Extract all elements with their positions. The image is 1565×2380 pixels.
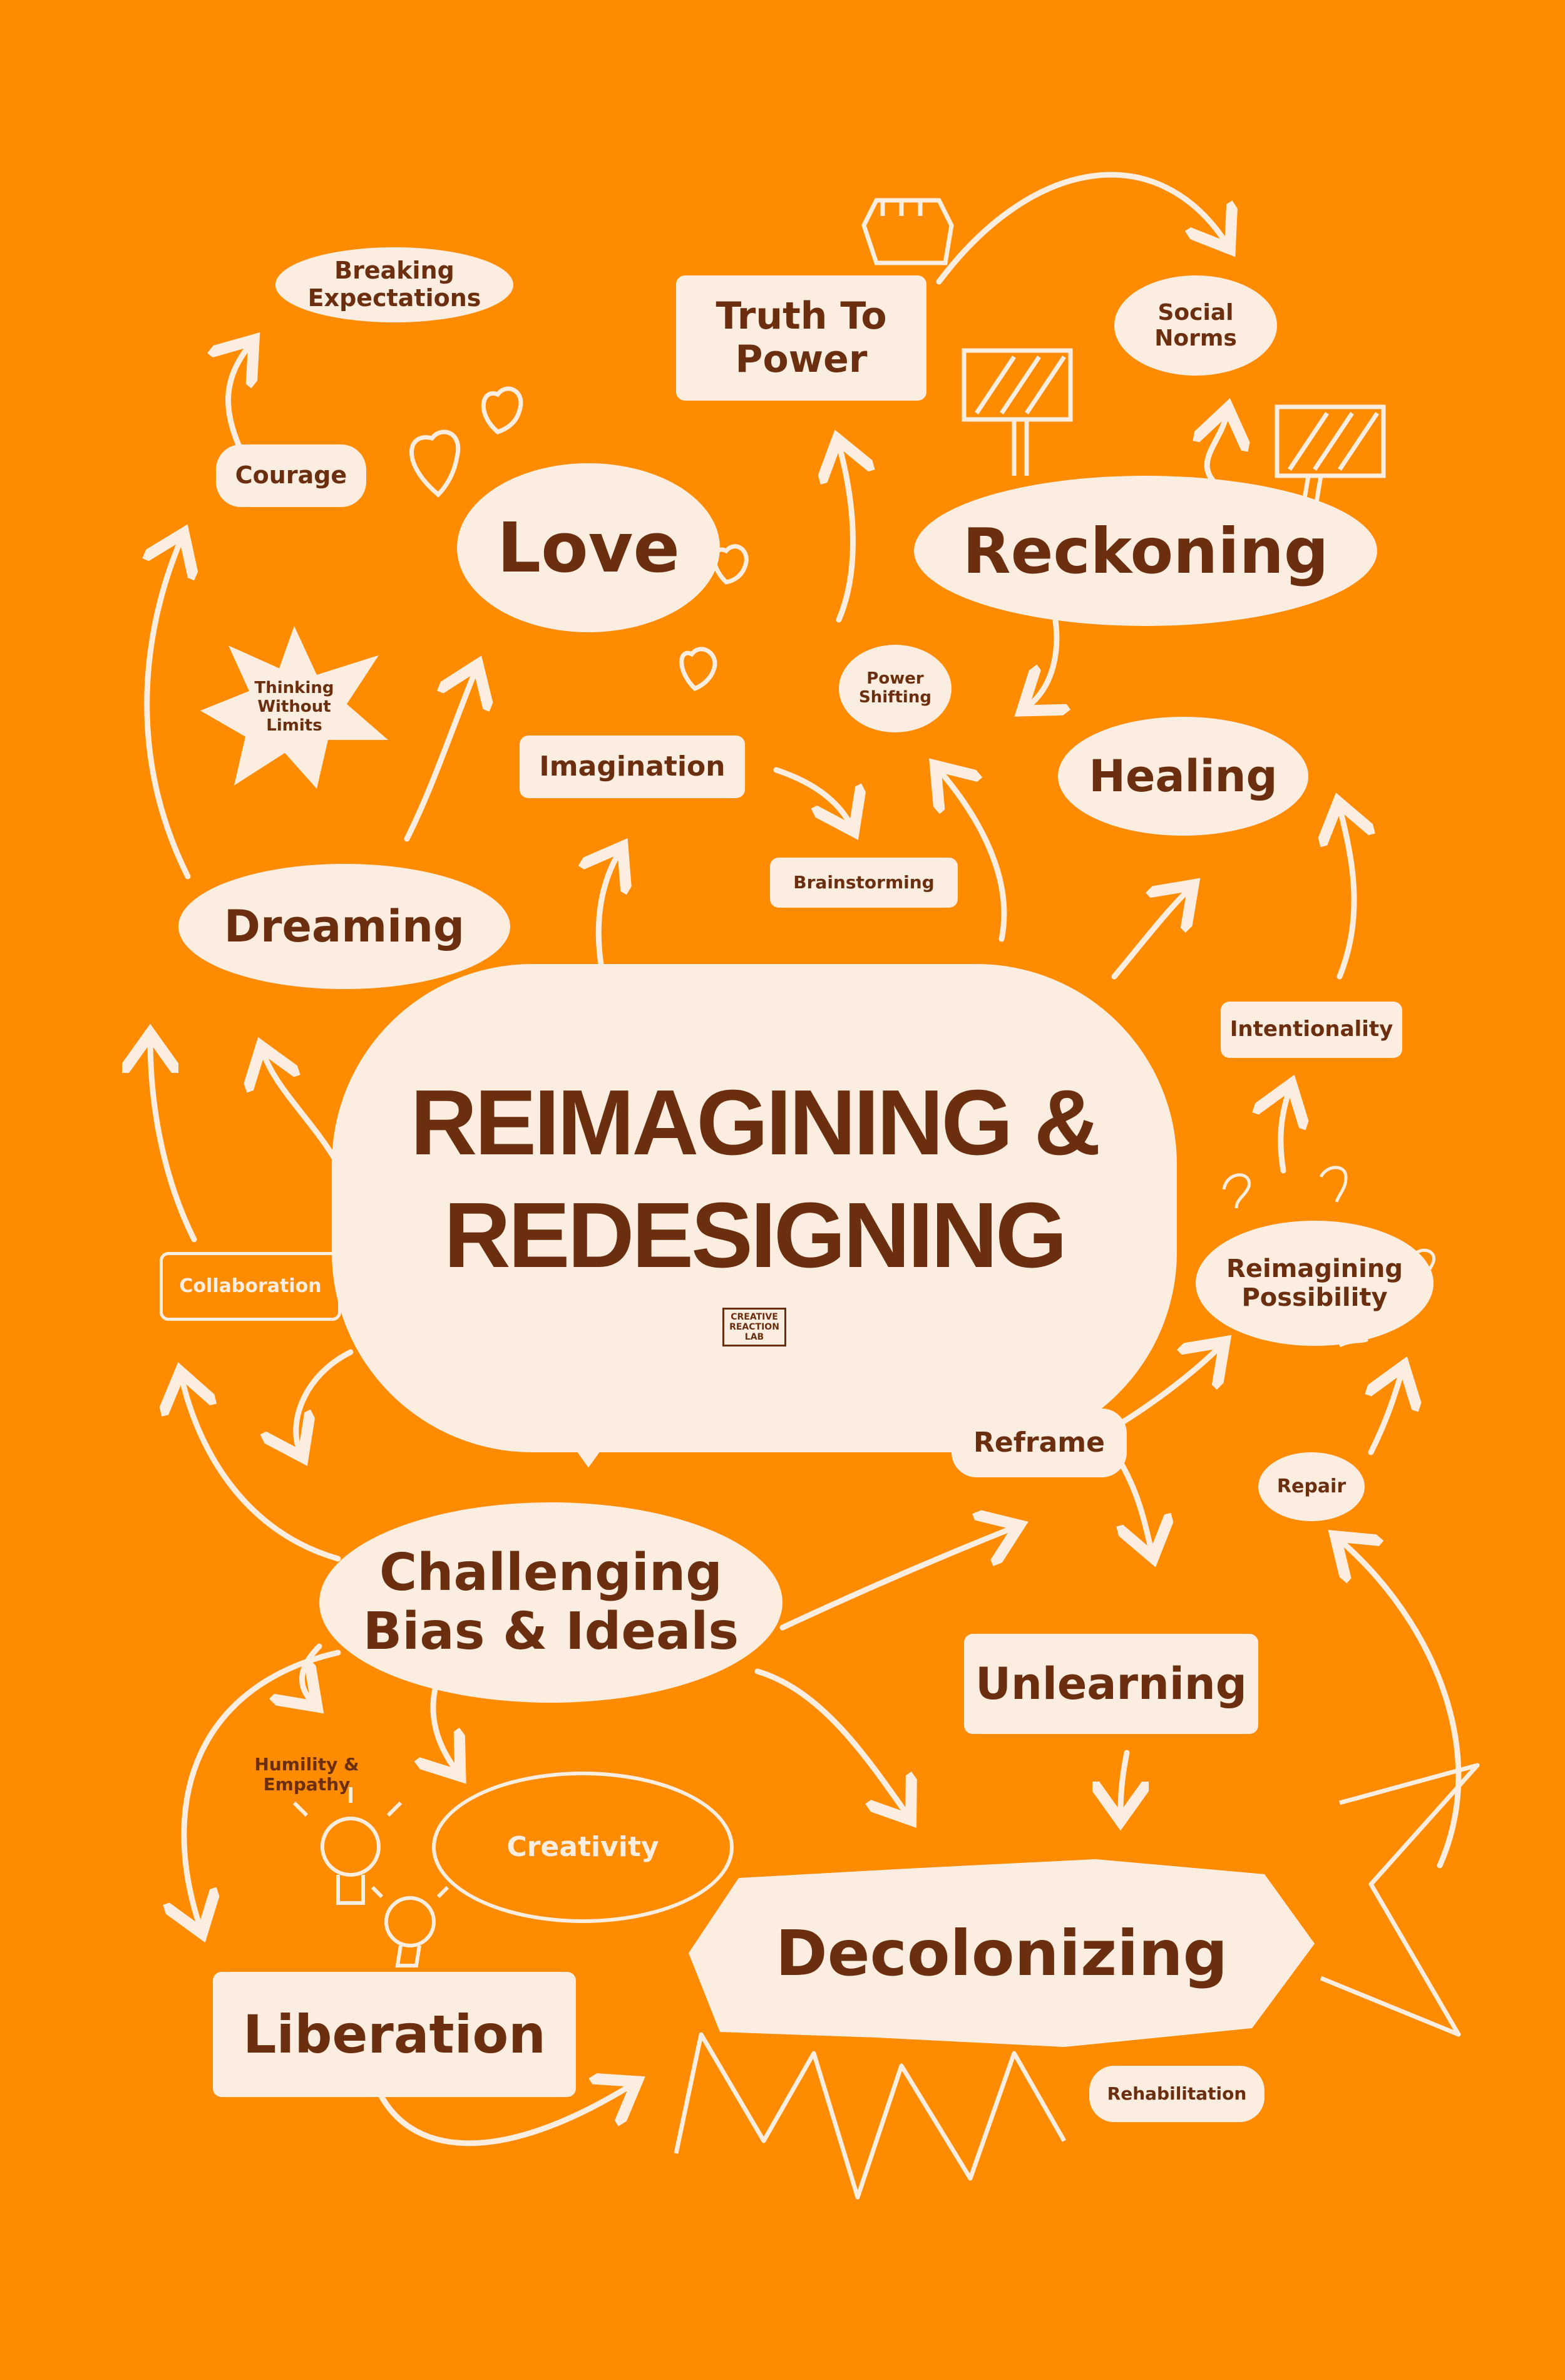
node-reframe: Reframe [952,1408,1127,1477]
arrow [147,538,188,880]
arrow [182,1377,341,1562]
creative-reaction-lab-logo: CREATIVE REACTION LAB [722,1308,786,1347]
node-social-norms: Social Norms [1114,275,1277,376]
node-power-shifting: Power Shifting [839,645,952,732]
node-collaboration: Collaboration [160,1252,341,1321]
lightbulb-icon [292,1787,403,1905]
arrow [779,1527,1014,1631]
protest-sign-icon [962,348,1073,476]
title-line-1: REIMAGINING & [410,1070,1101,1174]
arrow [1111,889,1189,980]
node-label: Thinking Without Limits [254,679,334,735]
protest-sign-icon [1275,404,1386,514]
heart-icon [481,386,523,434]
node-decolonizing: Decolonizing [689,1859,1315,2047]
arrow [1281,1089,1290,1174]
node-unlearning: Unlearning [964,1634,1258,1734]
heart-icon [409,429,461,498]
arrow [150,1039,197,1243]
arrow [433,1675,457,1772]
arrow [1111,1346,1221,1430]
zigzag-decoration [674,2032,1067,2200]
node-brainstorming: Brainstorming [770,858,958,908]
arrow [598,851,620,967]
arrow [1340,1540,1462,1869]
arrow [1340,808,1354,980]
node-love: Love [457,463,720,632]
node-challenging-bias: Challenging Bias & Ideals [319,1502,782,1703]
title-line-2: REDESIGNING [443,1183,1067,1287]
node-truth-to-power: Truth To Power [676,275,926,401]
node-imagination: Imagination [520,736,745,798]
arrow [228,344,250,460]
node-healing: Healing [1058,717,1308,836]
node-liberation: Liberation [213,1972,576,2097]
zigzag-decoration [1320,1763,1480,2037]
arrow [1207,413,1227,491]
node-reimagining-possibility: Reimagining Possibility [1196,1221,1434,1346]
node-intentionality: Intentionality [1221,1002,1402,1058]
node-reckoning: Reckoning [914,476,1377,626]
arrow [939,770,1007,942]
raised-fist-icon [861,198,954,265]
arrow [839,444,853,623]
arrow [296,1349,354,1452]
arrow [754,1668,908,1815]
node-courage: Courage [216,444,366,507]
arrow [1371,1371,1402,1455]
node-breaking-expectations: Breaking Expectations [275,247,513,322]
arrow [936,172,1227,285]
lightbulb-icon [371,1885,449,1967]
node-creativity: Creativity [432,1772,734,1923]
arrow [773,767,851,826]
heart-icon [679,647,717,692]
arrow [263,1052,341,1167]
node-dreaming: Dreaming [178,864,510,989]
node-humility-empathy: Humility & Empathy [254,1753,359,1795]
node-rehabilitation: Rehabilitation [1089,2066,1265,2122]
central-cloud: REIMAGINING & REDESIGNING CREATIVE REACT… [332,964,1177,1452]
arrow [302,1643,320,1703]
arrow [404,670,476,842]
node-repair: Repair [1258,1452,1365,1521]
arrow [184,1649,341,1928]
arrow [372,2085,632,2147]
arrow [1121,1750,1127,1815]
